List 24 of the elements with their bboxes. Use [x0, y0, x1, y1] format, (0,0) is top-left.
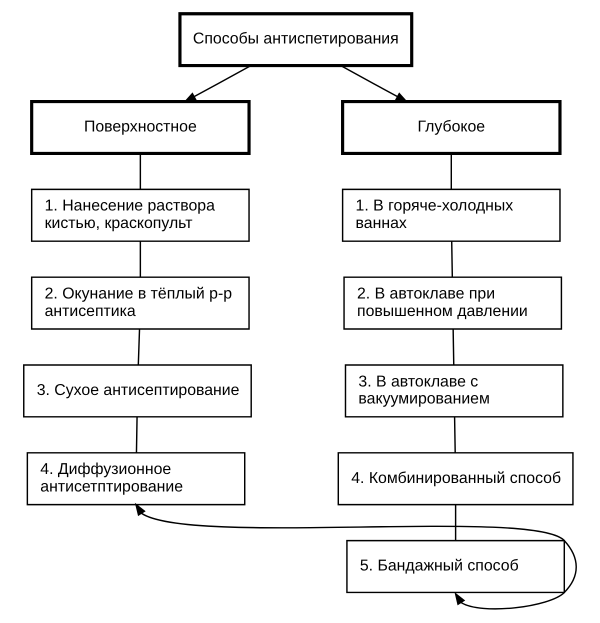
node-box: 1. В горяче-холодных ваннах [342, 188, 561, 242]
node-box: 3. Сухое антисептирование [23, 364, 252, 418]
connector [140, 241, 142, 277]
connector [140, 153, 142, 190]
node-box: 4. Диффузионное антисетптирование [26, 452, 246, 506]
connector [452, 329, 454, 365]
connector [136, 416, 138, 452]
node-box: 1. Нанесение раствора кистью, краскопульт [30, 188, 250, 242]
arrow [183, 65, 252, 103]
connector [451, 241, 454, 277]
arrow [134, 502, 577, 610]
node-box: 2. В автоклаве при повышенном давлении [343, 276, 562, 330]
node-box: Поверхностное [30, 100, 251, 155]
connector [138, 329, 140, 365]
node-box: 2. Окунание в тёплый р-р антисептика [30, 276, 250, 330]
node-box: Глубокое [341, 100, 562, 155]
arrow [340, 65, 408, 103]
connector [454, 416, 456, 452]
connector [450, 153, 452, 190]
node-box: 4. Комбинированный способ [338, 452, 574, 506]
node-box: Способы антиспетирования [178, 12, 414, 68]
connector [454, 504, 456, 540]
node-box: 5. Бандажный способ [346, 540, 566, 594]
node-box: 3. В автоклаве с вакуумированием [344, 364, 564, 418]
